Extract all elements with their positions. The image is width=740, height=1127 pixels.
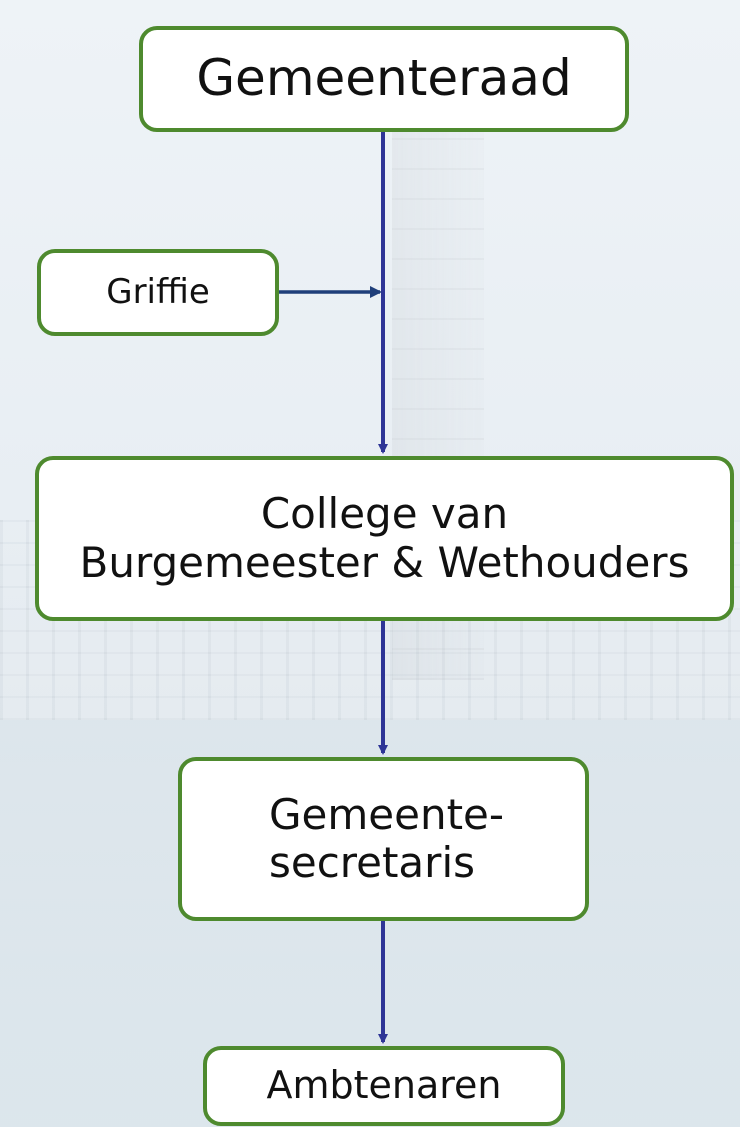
node-gemeentesecretaris: Gemeente- secretaris	[178, 757, 589, 921]
node-gemeentesecretaris-line1: Gemeente-	[268, 789, 505, 839]
node-college-line1: College van	[260, 489, 509, 539]
node-ambtenaren-label: Ambtenaren	[266, 1063, 502, 1108]
node-gemeenteraad-label: Gemeenteraad	[196, 49, 572, 108]
node-gemeentesecretaris-line2: secretaris	[268, 838, 475, 887]
node-college: College van Burgemeester & Wethouders	[35, 456, 734, 621]
node-griffie: Griffie	[37, 249, 279, 336]
node-college-text: College van Burgemeester & Wethouders	[79, 489, 690, 587]
node-gemeenteraad: Gemeenteraad	[139, 26, 629, 132]
node-griffie-label: Griffie	[106, 271, 210, 312]
node-gemeentesecretaris-text: Gemeente- secretaris	[263, 789, 505, 888]
node-ambtenaren: Ambtenaren	[203, 1046, 565, 1126]
node-college-line2: Burgemeester & Wethouders	[79, 537, 690, 587]
